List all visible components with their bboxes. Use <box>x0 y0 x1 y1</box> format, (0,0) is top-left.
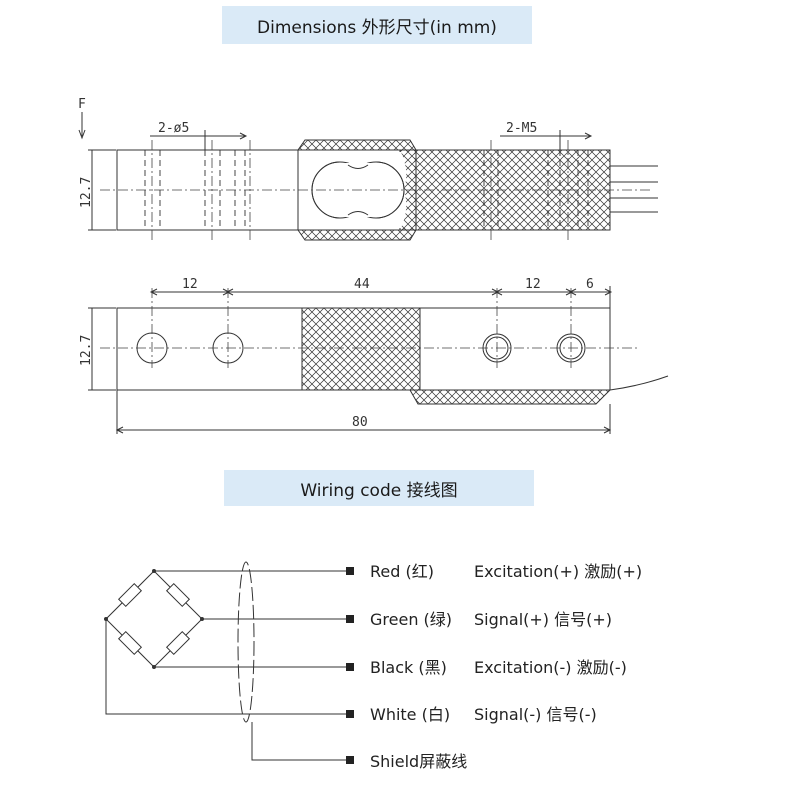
terminal-black <box>346 663 354 671</box>
spacing-right-label: 12 <box>525 277 541 292</box>
side-cable <box>610 165 658 213</box>
wire-white <box>105 619 348 715</box>
top-hatch-center <box>301 307 421 391</box>
wire-shield <box>251 722 348 761</box>
side-view: F 12.7 <box>78 97 658 241</box>
shield-label: Shield屏蔽线 <box>370 752 467 771</box>
hole-label: 2-ø5 <box>158 121 189 136</box>
resistor-4 <box>165 630 191 656</box>
dimensions-title: Dimensions 外形尺寸(in mm) <box>222 6 532 44</box>
terminal-green <box>346 615 354 623</box>
top-height-label: 12.7 <box>79 335 94 366</box>
side-hatch-top <box>297 139 417 151</box>
wire-color-label: Black (黑) <box>370 658 447 677</box>
top-view: 12.7 <box>79 277 669 434</box>
wire-function-label: Excitation(-) 激励(-) <box>474 658 627 677</box>
resistor-3 <box>117 630 143 656</box>
shield-ellipse <box>237 561 255 723</box>
wiring-title: Wiring code 接线图 <box>224 470 534 506</box>
wire-color-label: Green (绿) <box>370 610 452 629</box>
wire-function-label: Signal(+) 信号(+) <box>474 610 612 629</box>
force-arrowhead <box>78 129 86 140</box>
wiring-labels: Red (红) Excitation(+) 激励(+) Green (绿) Si… <box>370 562 642 771</box>
top-dimensions <box>149 286 613 308</box>
wire-color-label: White (白) <box>370 705 450 724</box>
spacing-mid-label: 44 <box>354 277 370 292</box>
wire-color-label: Red (红) <box>370 562 434 581</box>
side-height-label: 12.7 <box>79 177 94 208</box>
bridge-diagram <box>104 561 354 764</box>
side-holes-left <box>144 140 251 240</box>
terminal-shield <box>346 756 354 764</box>
top-hatch-bottom <box>409 389 612 405</box>
top-cable <box>609 375 669 391</box>
side-holes-right <box>483 140 589 240</box>
edge-right-label: 6 <box>586 277 594 292</box>
length-label: 80 <box>352 415 368 430</box>
resistor-2 <box>165 582 191 608</box>
resistor-1 <box>117 582 143 608</box>
terminal-white <box>346 710 354 718</box>
wire-function-label: Excitation(+) 激励(+) <box>474 562 642 581</box>
spacing-left-label: 12 <box>182 277 198 292</box>
side-hatch-bottom <box>297 229 417 241</box>
force-label: F <box>78 97 86 112</box>
top-holes <box>136 288 586 368</box>
terminal-red <box>346 567 354 575</box>
thread-label: 2-M5 <box>506 121 537 136</box>
wire-function-label: Signal(-) 信号(-) <box>474 705 597 724</box>
